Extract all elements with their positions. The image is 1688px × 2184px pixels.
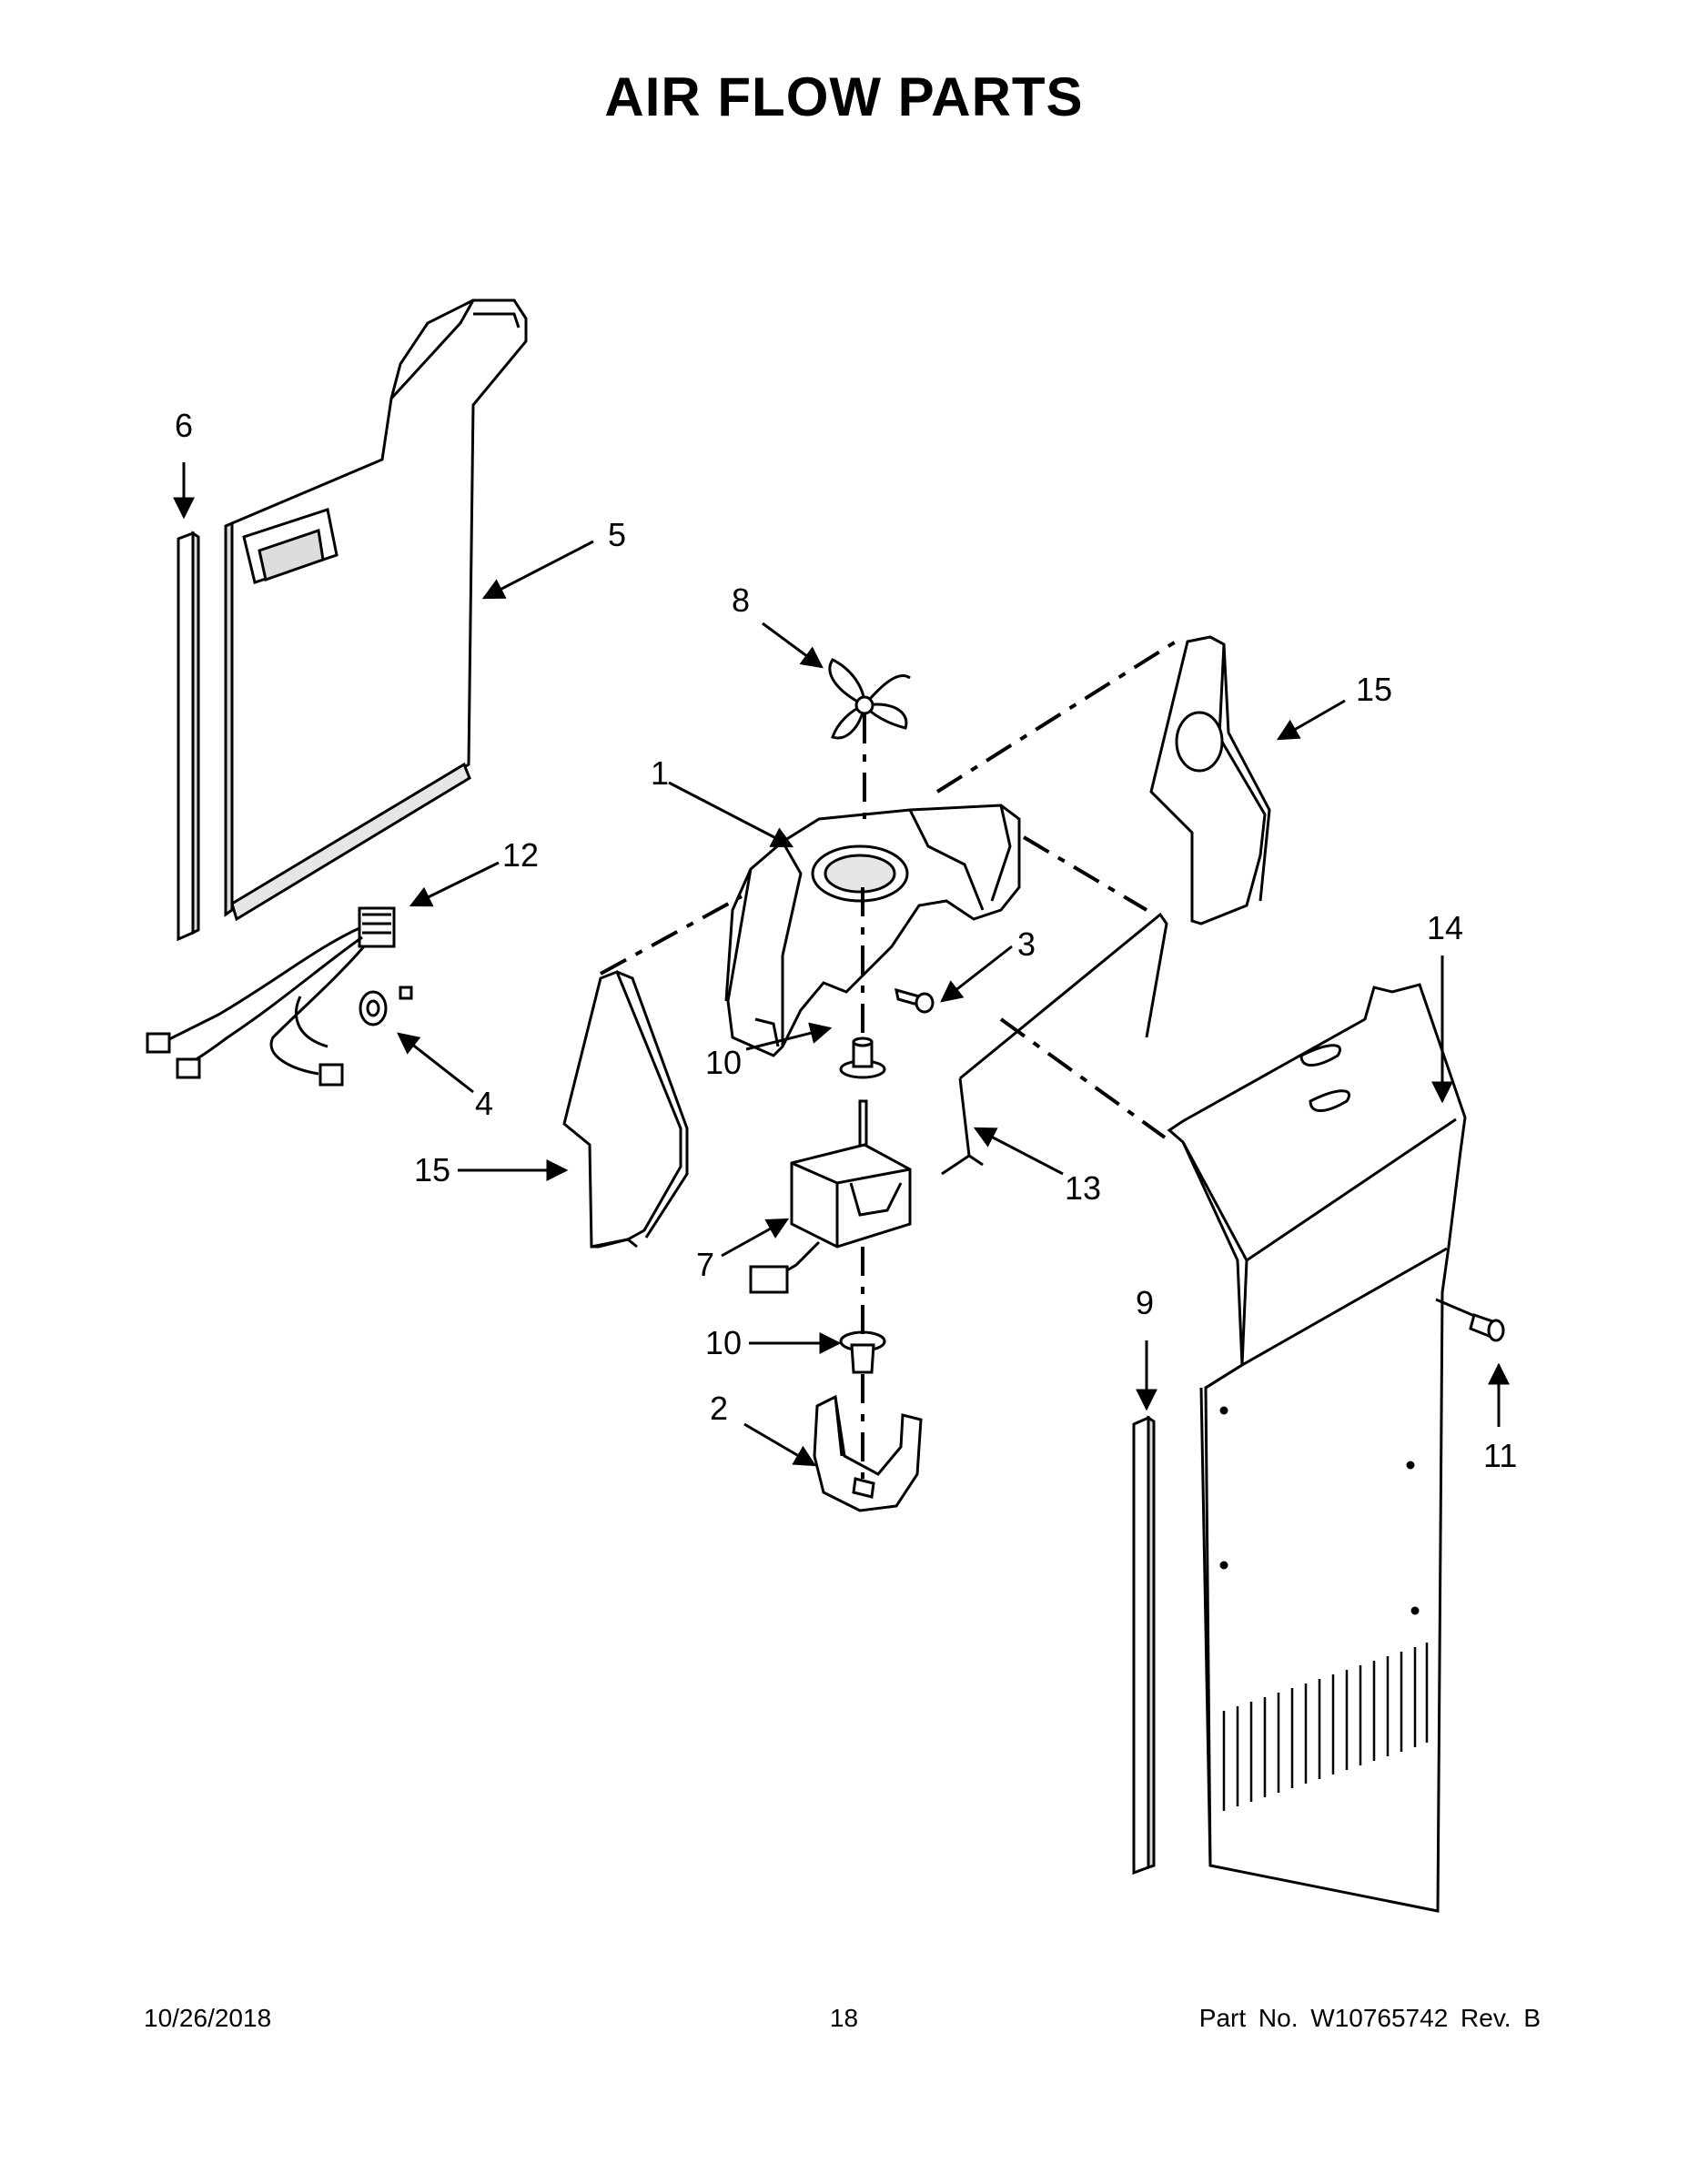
callout-11: 11 <box>1483 1437 1517 1474</box>
part-14-evaporator-cover <box>1167 983 1467 1913</box>
part-4-grommet <box>359 986 413 1026</box>
part-8-fan-blade <box>828 658 911 740</box>
footer-page-number: 18 <box>829 2004 859 2032</box>
callout-2: 2 <box>710 1390 728 1427</box>
part-15-duct-plate-left <box>562 970 689 1249</box>
part-12-wire-harness <box>146 906 396 1087</box>
callout-10-lower: 10 <box>705 1324 742 1361</box>
callout-6: 6 <box>175 407 193 444</box>
callout-4: 4 <box>475 1085 493 1122</box>
part-10-bushing-upper <box>839 1036 886 1079</box>
footer-date: 10/26/2018 <box>144 2004 272 2032</box>
part-2-motor-bracket <box>813 1394 923 1512</box>
part-11-screw <box>1435 1298 1505 1342</box>
callout-7: 7 <box>696 1246 714 1283</box>
callout-5: 5 <box>608 516 626 553</box>
callout-15-left: 15 <box>414 1151 450 1188</box>
part-1-fan-shroud <box>724 804 1021 1057</box>
callout-10-upper: 10 <box>705 1044 742 1081</box>
part-9-seal-strip <box>1132 1415 1156 1876</box>
part-15-duct-plate-right <box>1149 635 1271 925</box>
callout-13: 13 <box>1065 1169 1101 1207</box>
alignment-lines <box>600 635 1185 1479</box>
callout-15-right: 15 <box>1356 671 1392 708</box>
leader-arrows <box>173 462 1510 1467</box>
part-13-wire-bracket <box>941 912 1168 1176</box>
part-7-fan-motor <box>749 1099 912 1294</box>
callout-12: 12 <box>502 836 539 874</box>
callout-8: 8 <box>732 581 750 619</box>
callout-3: 3 <box>1017 925 1036 963</box>
callout-1: 1 <box>651 754 669 792</box>
callout-9: 9 <box>1136 1284 1154 1321</box>
part-5-duct-panel <box>224 298 528 922</box>
footer-part-number: Part No. W10765742 Rev. B <box>1198 2004 1541 2032</box>
part-10-bushing-lower <box>839 1330 886 1374</box>
page-title: AIR FLOW PARTS <box>604 66 1084 127</box>
part-6-seal-strip <box>177 531 200 942</box>
part-3-screw <box>895 987 935 1014</box>
callout-14: 14 <box>1427 909 1463 946</box>
